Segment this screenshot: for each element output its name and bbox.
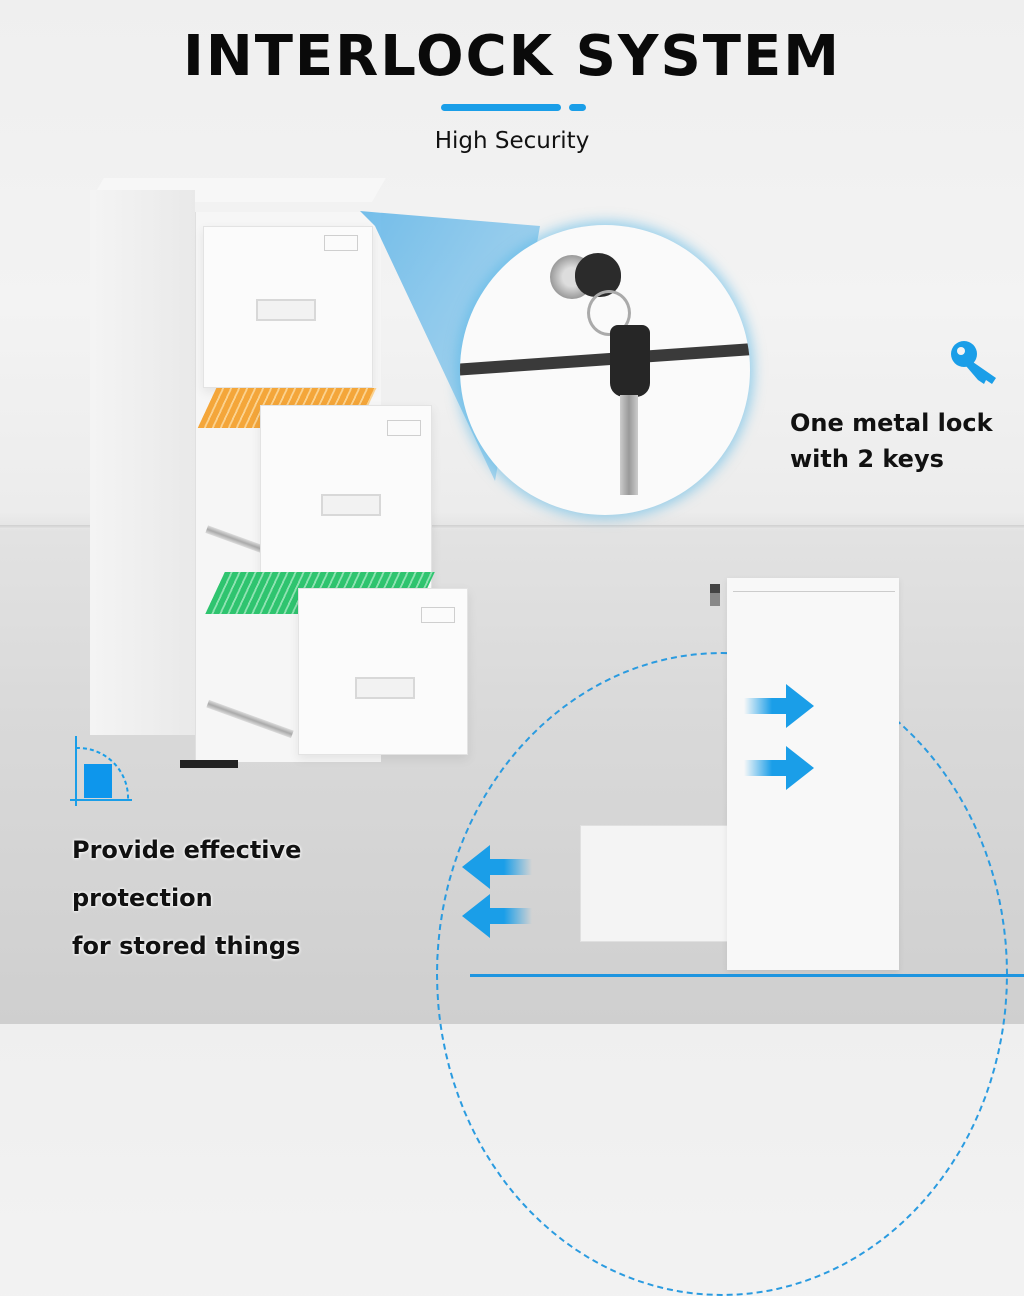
key-icon — [951, 341, 996, 384]
protection-callout-line3: for stored things — [72, 932, 301, 960]
arrow-right-icon — [744, 746, 814, 790]
label-holder — [324, 235, 358, 251]
spare-key-head — [610, 325, 650, 397]
key-ring — [587, 290, 631, 336]
arrow-right-icon — [744, 684, 814, 728]
drawer-handle — [355, 677, 415, 699]
cabinet-foot — [180, 760, 238, 768]
mini-lock-icon — [710, 584, 720, 606]
protection-callout-line1: Provide effective — [72, 836, 302, 864]
label-holder — [387, 420, 421, 436]
spare-key-blade — [620, 395, 638, 495]
page-subtitle: High Security — [434, 128, 590, 154]
panel-edge-line — [733, 591, 895, 592]
lock-closeup-circle — [460, 225, 750, 515]
floor-line — [470, 974, 1024, 977]
drawer-gap-stripe — [460, 341, 750, 377]
page-title: INTERLOCK SYSTEM — [183, 24, 841, 89]
lock-callout-line2: with 2 keys — [790, 445, 944, 473]
arrow-left-icon — [462, 894, 532, 938]
coverage-quarter-circle-icon — [70, 736, 132, 806]
drawer-middle-open — [260, 405, 432, 597]
label-holder — [421, 607, 455, 623]
drawer-handle — [321, 494, 381, 516]
lock-callout-line1: One metal lock — [790, 409, 993, 437]
protection-callout-line2: protection — [72, 884, 213, 912]
wall-floor-divider — [0, 525, 1024, 529]
accent-bar-short — [569, 104, 586, 111]
protection-callout: Provide effective protection for stored … — [72, 826, 301, 970]
cabinet-side — [90, 190, 195, 735]
lock-callout: One metal lock with 2 keys — [790, 405, 993, 477]
drawer-handle — [256, 299, 316, 321]
drawer-bottom-open — [298, 588, 468, 755]
open-drawer-side — [580, 825, 732, 942]
drawer-top — [203, 226, 373, 388]
arrow-left-icon — [462, 845, 532, 889]
accent-bar-long — [441, 104, 561, 111]
inserted-key-head — [575, 253, 621, 297]
